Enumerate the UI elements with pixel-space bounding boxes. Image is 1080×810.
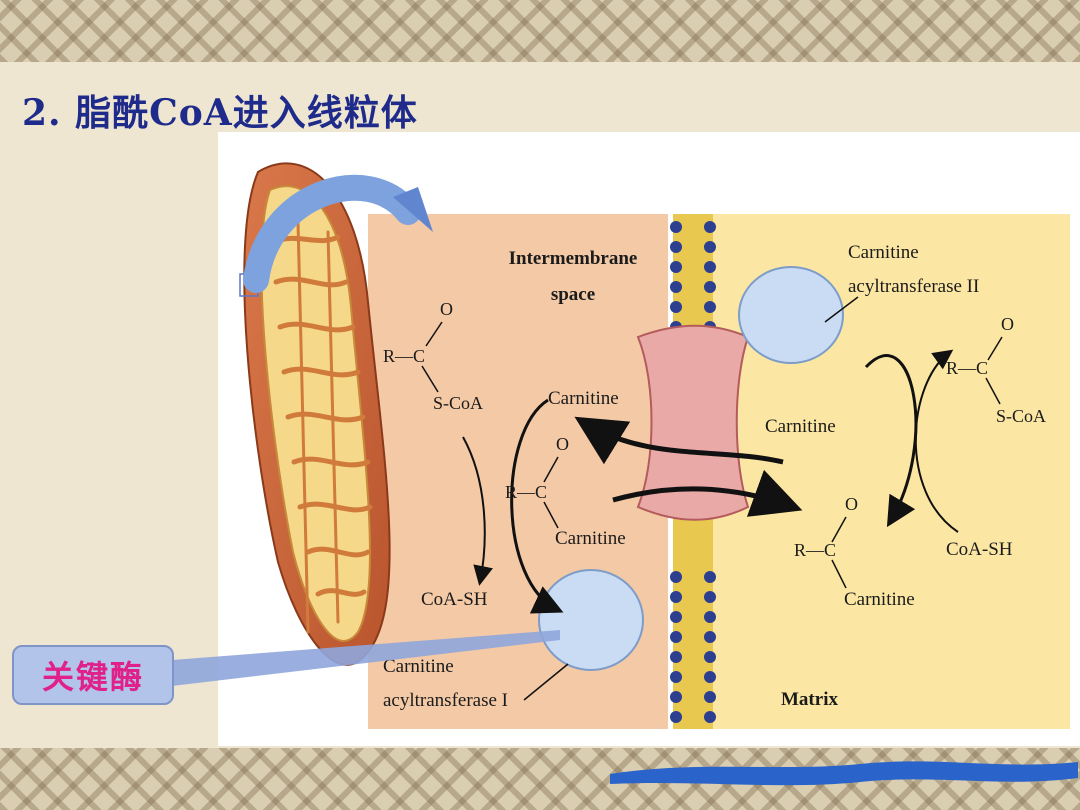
intermembrane-label-line1: Intermembrane — [509, 248, 638, 269]
mid-acylcarnitine-oxygen: O — [556, 434, 569, 454]
left-acyl-coa-rc: R—C — [383, 346, 425, 366]
matrix-label: Matrix — [781, 689, 838, 710]
mid-acylcarnitine-carnitine: Carnitine — [555, 528, 626, 549]
right-coash-arrow — [914, 349, 959, 533]
decorative-top-border — [0, 0, 1080, 62]
left-acyl-coa-oxygen: O — [440, 299, 453, 319]
right-cycle-arrow — [864, 354, 918, 528]
key-enzyme-label: 关键酶 — [12, 645, 174, 705]
left-carnitine-label: Carnitine — [548, 388, 619, 409]
left-acyl-coa-scoa: S-CoA — [433, 393, 483, 413]
intermembrane-label-line2: space — [551, 284, 595, 305]
right-acylcarnitine-rc: R—C — [794, 540, 836, 560]
carnitine-shuttle-diagram: Intermembrane space Carnitine acyltransf… — [239, 162, 1070, 729]
right-acylcarnitine-carnitine: Carnitine — [844, 589, 915, 610]
right-coash-label: CoA-SH — [946, 539, 1013, 560]
mid-acylcarnitine-rc: R—C — [505, 482, 547, 502]
right-acyl-coa-scoa: S-CoA — [996, 406, 1046, 426]
right-acyl-coa-rc: R—C — [946, 358, 988, 378]
cat2-label-line2: acyltransferase II — [848, 276, 979, 297]
right-acylcarnitine-oxygen: O — [845, 494, 858, 514]
cat2-label-line1: Carnitine — [848, 242, 919, 263]
zoom-arrow — [243, 174, 433, 293]
cat1-enzyme-shape — [538, 569, 644, 671]
cat1-label-line2: acyltransferase I — [383, 690, 508, 711]
slide-title: 2. 脂酰CoA进入线粒体 — [22, 92, 418, 134]
acylcarnitine-transport-arrow — [612, 469, 803, 517]
right-carnitine-label: Carnitine — [765, 416, 836, 437]
right-acyl-coa-oxygen: O — [1001, 314, 1014, 334]
cat1-label-line1: Carnitine — [383, 656, 454, 677]
left-cycle-arrow — [510, 398, 564, 614]
decorative-bottom-border — [0, 748, 1080, 810]
left-coash-arrow — [462, 436, 493, 586]
cat2-pointer-line — [824, 296, 859, 323]
left-coash-label: CoA-SH — [421, 589, 488, 610]
carnitine-import-arrow — [574, 416, 784, 465]
cat2-enzyme-shape — [738, 266, 844, 364]
